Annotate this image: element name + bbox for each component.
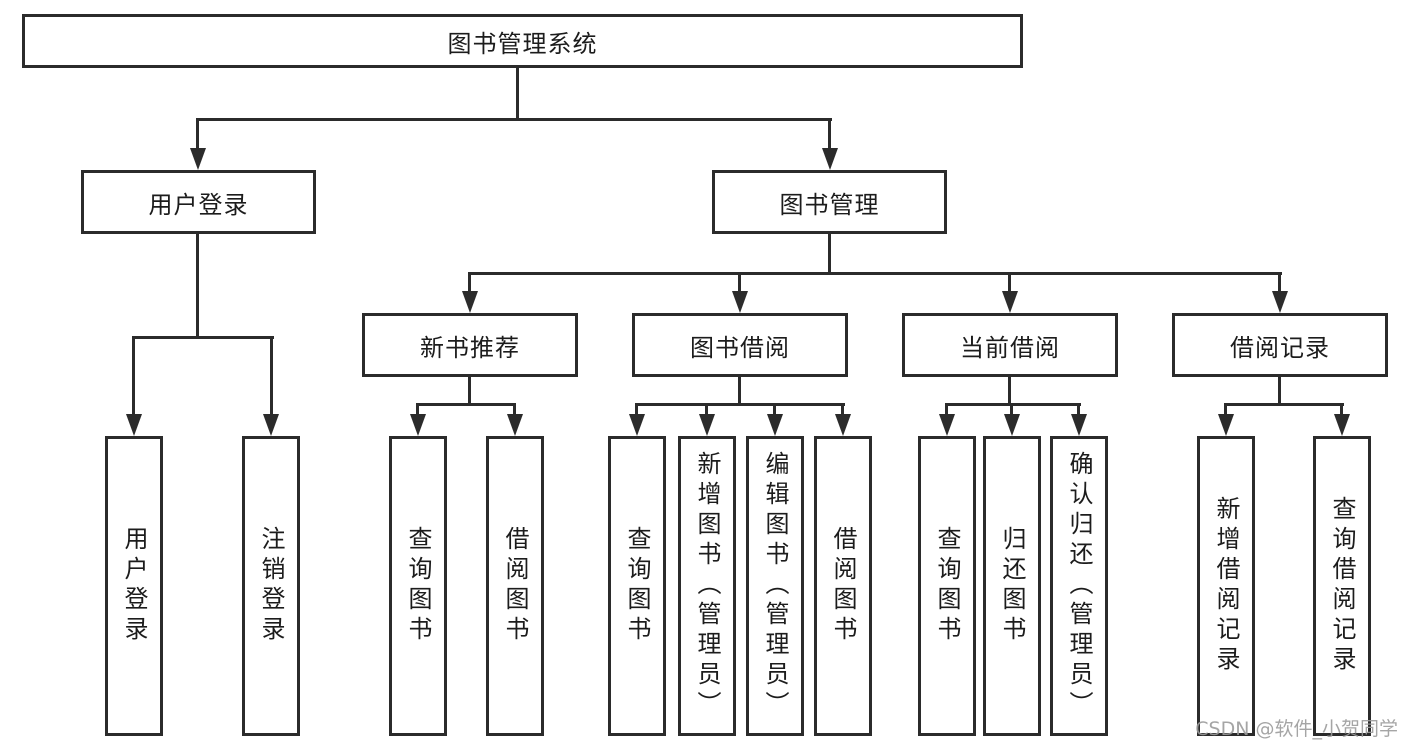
- leaf-borrow-book-label: 借阅图书: [829, 526, 857, 646]
- leaf-borrow-add-admin-label: 新增图书（管理员）: [693, 451, 721, 721]
- leaf-logout-label: 注销登录: [257, 526, 285, 646]
- connector-level3-stem: [468, 272, 471, 293]
- arrowhead-down-icon: [1004, 414, 1020, 436]
- leaf-borrow-query-label: 查询图书: [623, 526, 651, 646]
- leaf-borrow-edit-admin-label: 编辑图书（管理员）: [761, 451, 789, 721]
- connector-records-hline: [1224, 403, 1344, 406]
- connector-records-leaf-stem: [1224, 403, 1227, 415]
- connector-level3-stem: [1278, 272, 1281, 293]
- node-current-borrow: 当前借阅: [902, 313, 1118, 377]
- connector-records-stem: [1278, 377, 1281, 406]
- arrowhead-down-icon: [190, 148, 206, 170]
- connector-level2-stem-login: [196, 118, 199, 152]
- node-root-label: 图书管理系统: [447, 29, 598, 58]
- arrowhead-down-icon: [767, 414, 783, 436]
- leaf-current-query: 查询图书: [918, 436, 976, 736]
- node-new-book-recommend-label: 新书推荐: [420, 333, 520, 362]
- leaf-newbook-query: 查询图书: [389, 436, 447, 736]
- leaf-records-query-label: 查询借阅记录: [1328, 496, 1356, 676]
- connector-mgmt-stem: [828, 233, 831, 275]
- leaf-current-return-label: 归还图书: [998, 526, 1026, 646]
- node-book-borrow: 图书借阅: [632, 313, 848, 377]
- connector-borrow-hline: [635, 403, 845, 406]
- connector-newbook-stem: [468, 377, 471, 406]
- connector-current-hline: [945, 403, 1081, 406]
- connector-level2-hline: [196, 118, 832, 121]
- arrowhead-down-icon: [939, 414, 955, 436]
- arrowhead-down-icon: [507, 414, 523, 436]
- node-book-borrow-label: 图书借阅: [690, 333, 790, 362]
- leaf-newbook-query-label: 查询图书: [404, 526, 432, 646]
- connector-newbook-hline: [416, 403, 516, 406]
- leaf-current-confirm-admin: 确认归还（管理员）: [1050, 436, 1108, 736]
- arrowhead-down-icon: [629, 414, 645, 436]
- arrowhead-down-icon: [1218, 414, 1234, 436]
- connector-level2-stem-mgmt: [828, 118, 831, 152]
- connector-borrow-leaf-stem: [773, 403, 776, 415]
- leaf-borrow-edit-admin: 编辑图书（管理员）: [746, 436, 804, 736]
- connector-login-hline: [132, 336, 274, 339]
- arrowhead-down-icon: [410, 414, 426, 436]
- leaf-user-login: 用户登录: [105, 436, 163, 736]
- node-new-book-recommend: 新书推荐: [362, 313, 578, 377]
- node-root: 图书管理系统: [22, 14, 1023, 68]
- arrowhead-down-icon: [126, 414, 142, 436]
- leaf-borrow-query: 查询图书: [608, 436, 666, 736]
- connector-records-leaf-stem: [1340, 403, 1343, 415]
- connector-borrow-leaf-stem: [635, 403, 638, 415]
- arrowhead-down-icon: [1334, 414, 1350, 436]
- connector-login-leaf-stem: [270, 336, 273, 415]
- connector-newbook-leaf-stem: [513, 403, 516, 415]
- leaf-current-confirm-admin-label: 确认归还（管理员）: [1065, 451, 1093, 721]
- connector-current-leaf-stem: [945, 403, 948, 415]
- connector-login-stem: [196, 234, 199, 338]
- node-user-login: 用户登录: [81, 170, 316, 234]
- leaf-records-add: 新增借阅记录: [1197, 436, 1255, 736]
- connector-current-leaf-stem: [1010, 403, 1013, 415]
- leaf-borrow-add-admin: 新增图书（管理员）: [678, 436, 736, 736]
- leaf-user-login-label: 用户登录: [120, 526, 148, 646]
- connector-newbook-leaf-stem: [416, 403, 419, 415]
- node-borrow-records: 借阅记录: [1172, 313, 1388, 377]
- watermark: CSDN @软件_小贺同学: [1195, 718, 1398, 740]
- connector-borrow-leaf-stem: [841, 403, 844, 415]
- connector-current-stem: [1008, 377, 1011, 406]
- connector-borrow-stem: [738, 377, 741, 406]
- leaf-current-return: 归还图书: [983, 436, 1041, 736]
- node-user-login-label: 用户登录: [148, 190, 249, 219]
- arrowhead-down-icon: [1272, 291, 1288, 313]
- connector-login-leaf-stem: [132, 336, 135, 415]
- leaf-logout: 注销登录: [242, 436, 300, 736]
- arrowhead-down-icon: [699, 414, 715, 436]
- arrowhead-down-icon: [1071, 414, 1087, 436]
- connector-level3-stem: [738, 272, 741, 293]
- arrowhead-down-icon: [263, 414, 279, 436]
- leaf-records-add-label: 新增借阅记录: [1212, 496, 1240, 676]
- leaf-borrow-book: 借阅图书: [814, 436, 872, 736]
- leaf-current-query-label: 查询图书: [933, 526, 961, 646]
- connector-level3-stem: [1008, 272, 1011, 293]
- arrowhead-down-icon: [732, 291, 748, 313]
- arrowhead-down-icon: [1002, 291, 1018, 313]
- arrowhead-down-icon: [822, 148, 838, 170]
- leaf-records-query: 查询借阅记录: [1313, 436, 1371, 736]
- node-borrow-records-label: 借阅记录: [1230, 333, 1330, 362]
- arrowhead-down-icon: [462, 291, 478, 313]
- leaf-newbook-borrow: 借阅图书: [486, 436, 544, 736]
- node-book-management: 图书管理: [712, 170, 947, 234]
- arrowhead-down-icon: [835, 414, 851, 436]
- connector-root-stem: [516, 68, 519, 121]
- connector-current-leaf-stem: [1077, 403, 1080, 415]
- node-book-management-label: 图书管理: [779, 190, 880, 219]
- node-current-borrow-label: 当前借阅: [960, 333, 1060, 362]
- connector-level3-hline: [468, 272, 1282, 275]
- connector-borrow-leaf-stem: [705, 403, 708, 415]
- leaf-newbook-borrow-label: 借阅图书: [501, 526, 529, 646]
